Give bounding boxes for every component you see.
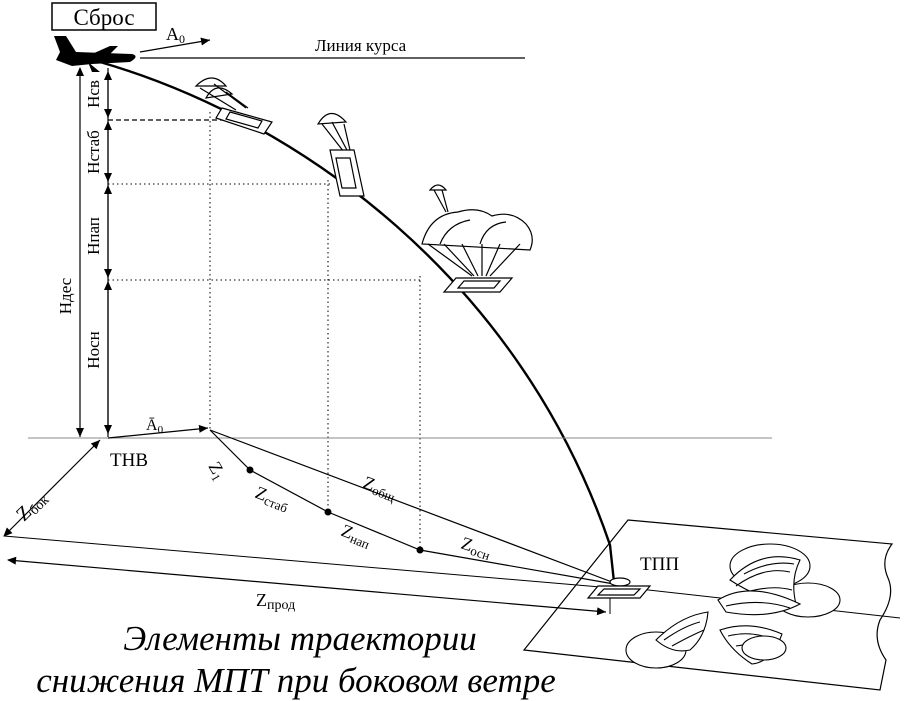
z-total-line (209, 429, 613, 583)
parachute-stage-1-icon (194, 77, 273, 135)
z-stab-label: Zстаб (252, 482, 293, 516)
velocity-vector-top (139, 37, 211, 53)
parachute-stage-3-icon (421, 184, 533, 293)
caption-line-1: Элементы траектории (123, 619, 476, 658)
parachute-stage-2-icon (316, 112, 365, 197)
z1-label: Z1 (203, 458, 231, 484)
h-stab-label: Нстаб (84, 130, 103, 174)
z-osn-label: Zосн (458, 533, 494, 563)
velocity-top-label: A0 (166, 24, 185, 46)
thv-label: ТНВ (110, 450, 148, 471)
velocity-ground-label: Ā0 (146, 417, 164, 436)
tpp-label: ТПП (640, 554, 679, 575)
h-sv-label: Нсв (84, 80, 103, 108)
velocity-vector-ground (107, 424, 209, 439)
h-osn-label: Нocн (84, 331, 103, 368)
caption-line-2: снижения МПТ при боковом ветре (36, 661, 556, 700)
z-prod-dimension (7, 556, 607, 616)
z-prod-label: Zпрод (256, 590, 295, 613)
z-bok-label: Zбок (12, 486, 53, 527)
point-nap (324, 508, 332, 516)
collapsed-canopies-icon (625, 543, 841, 669)
landing-zone-panel (522, 519, 894, 691)
descent-trajectory (99, 60, 616, 583)
landed-platform-icon (586, 577, 652, 599)
z-nap-label: Zнап (338, 520, 375, 552)
course-line-label: Линия курса (315, 36, 407, 55)
h-des-label: Ндес (56, 277, 75, 314)
aircraft-icon (54, 36, 136, 72)
point-osn (416, 546, 424, 554)
drop-label-box (51, 2, 157, 31)
z-bok-dimension (3, 439, 101, 537)
point-stab (246, 466, 254, 474)
h-nap-label: Нпап (84, 217, 103, 255)
z-bok-baseline (3, 535, 613, 589)
drop-label: Сброс (73, 5, 134, 30)
